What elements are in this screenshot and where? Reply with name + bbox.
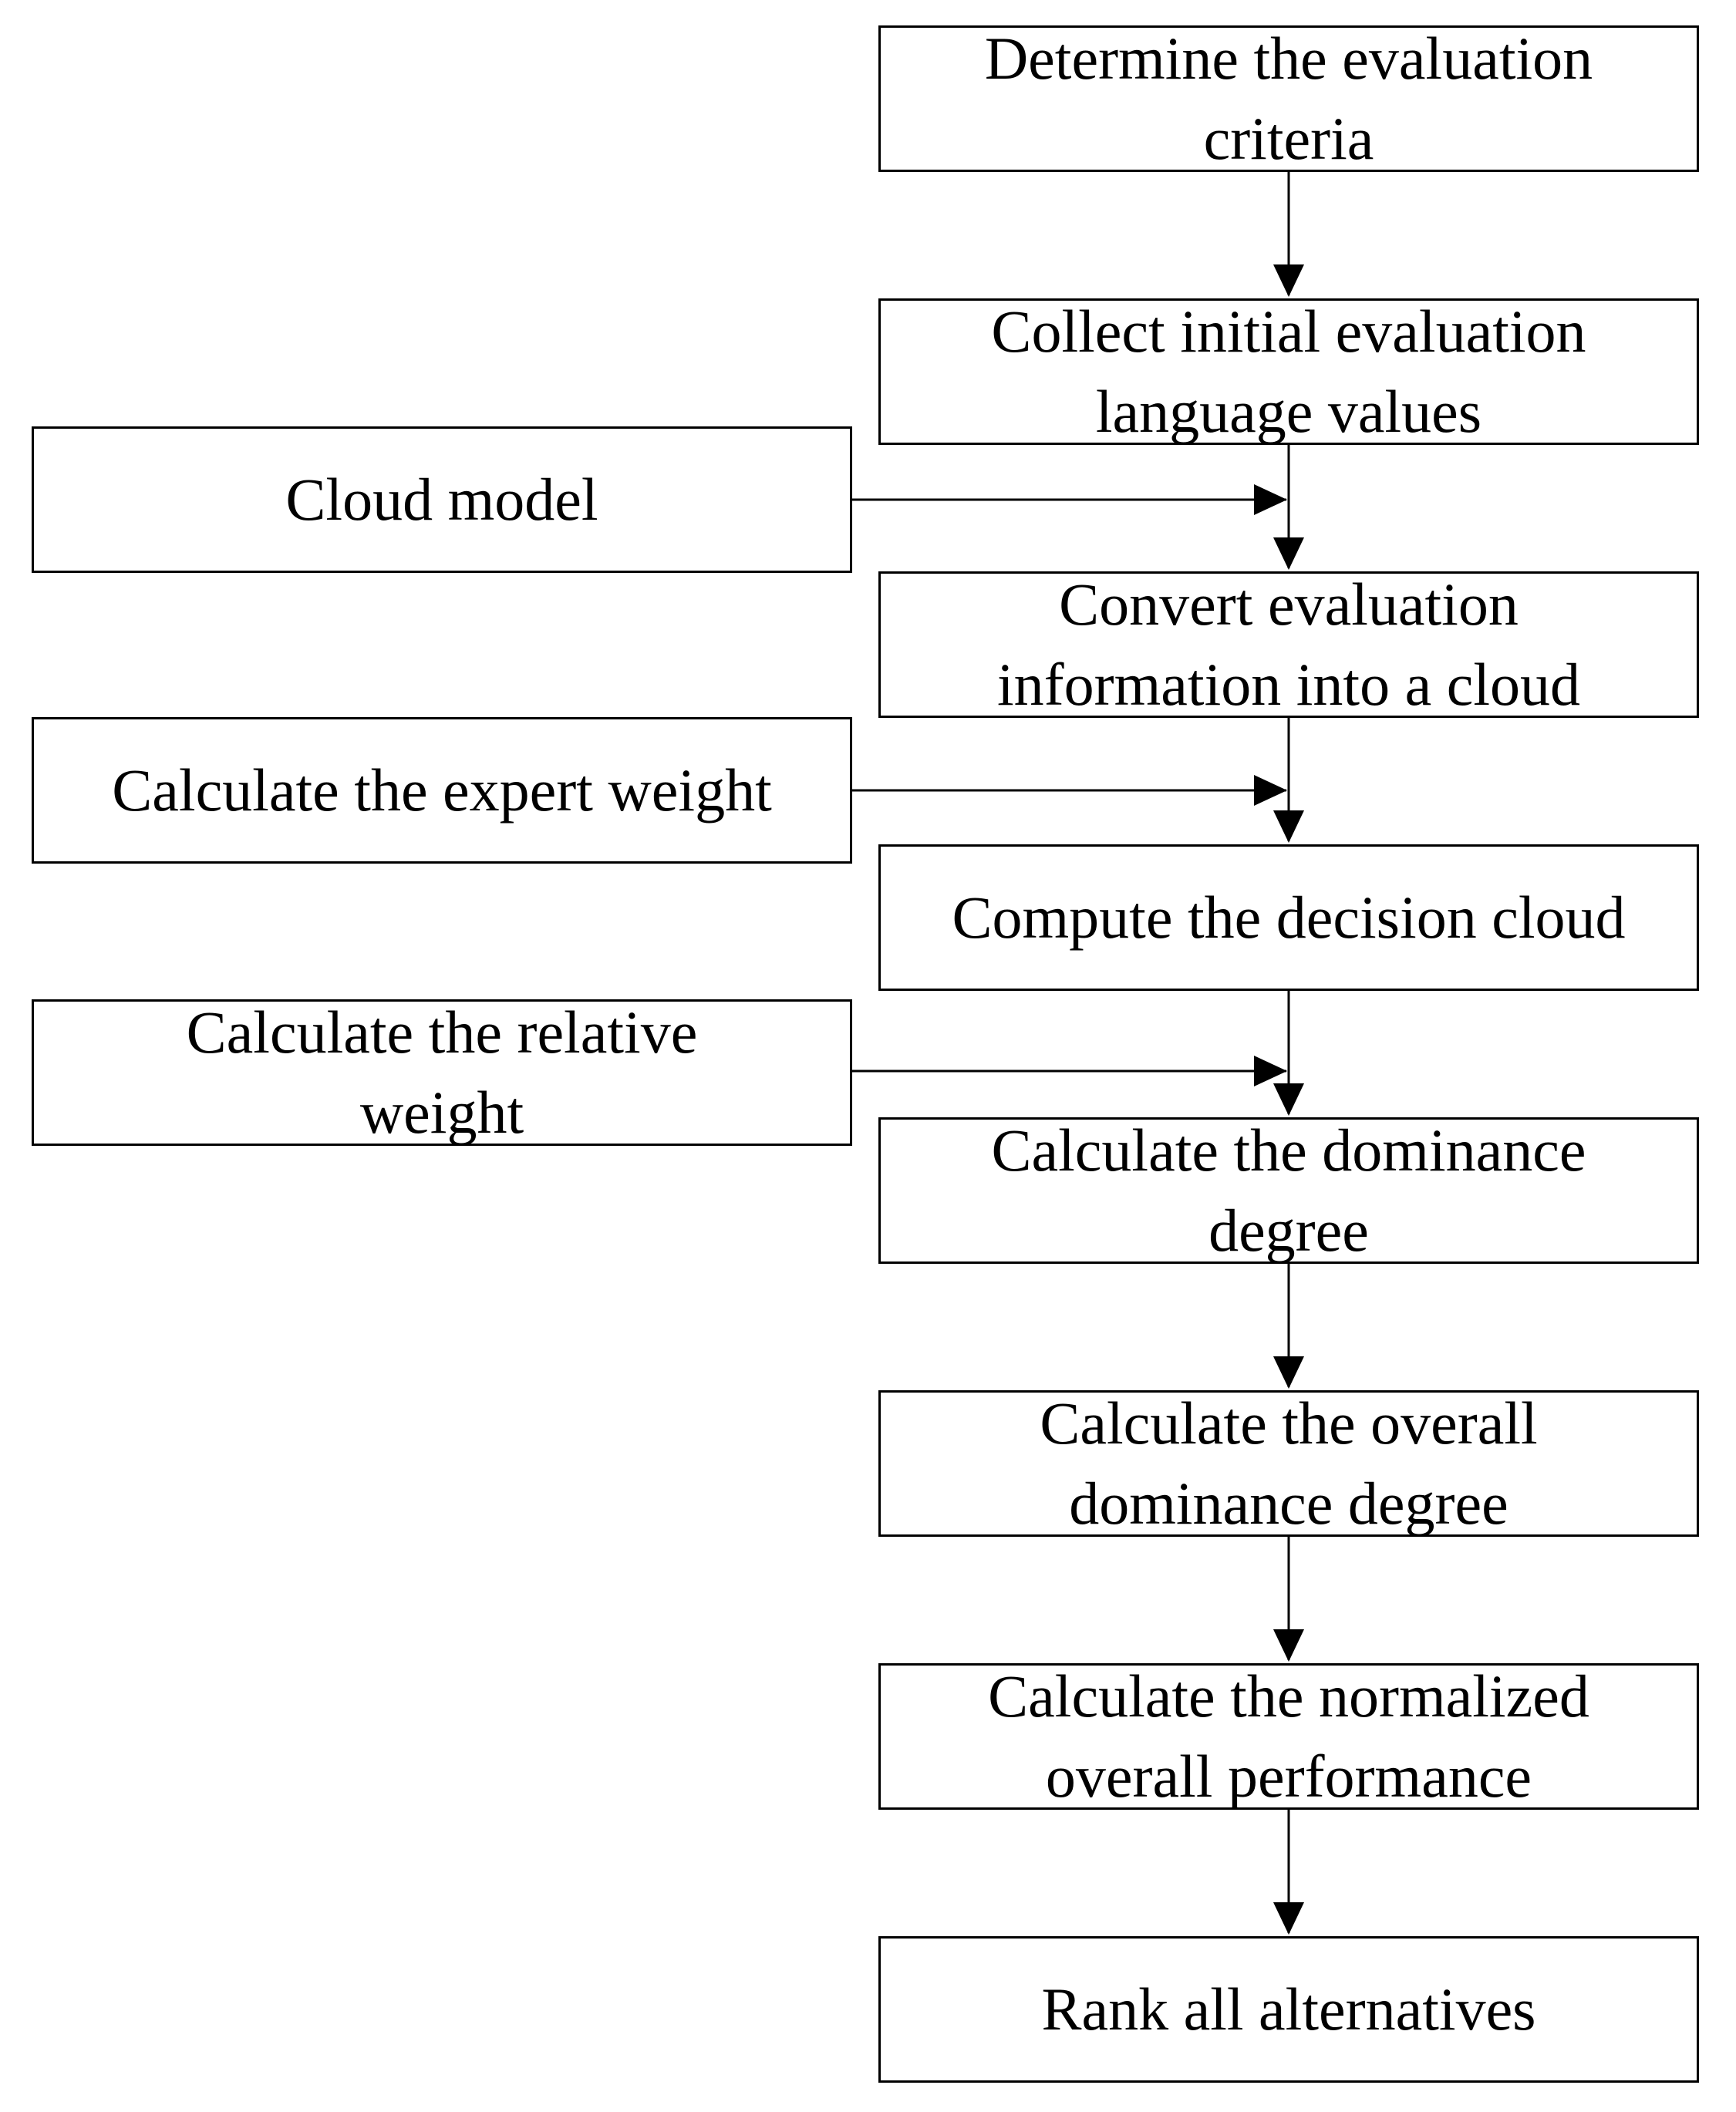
step-determine-criteria: Determine the evaluation criteria xyxy=(878,25,1699,172)
input-arrow-relative-weight xyxy=(852,1056,1287,1086)
step-dominance-degree: Calculate the dominance degree xyxy=(878,1117,1699,1264)
flow-arrow-6-7 xyxy=(1273,1537,1304,1662)
step-label: Collect initial evaluation language valu… xyxy=(991,298,1586,445)
step-label: Compute the decision cloud xyxy=(952,884,1626,951)
step-convert-to-cloud: Convert evaluation information into a cl… xyxy=(878,571,1699,718)
flow-arrow-5-6 xyxy=(1273,1264,1304,1389)
input-label: Cloud model xyxy=(285,466,598,533)
step-label: Convert evaluation information into a cl… xyxy=(996,571,1580,718)
input-arrow-expert-weight xyxy=(852,775,1287,806)
step-label: Calculate the normalized overall perform… xyxy=(988,1662,1589,1810)
input-expert-weight: Calculate the expert weight xyxy=(32,717,852,864)
step-collect-language-values: Collect initial evaluation language valu… xyxy=(878,298,1699,445)
flow-arrow-3-4 xyxy=(1273,718,1304,843)
input-cloud-model: Cloud model xyxy=(32,426,852,573)
step-compute-decision-cloud: Compute the decision cloud xyxy=(878,844,1699,991)
step-overall-dominance-degree: Calculate the overall dominance degree xyxy=(878,1389,1699,1537)
input-label: Calculate the relative weight xyxy=(186,999,698,1146)
flow-arrow-1-2 xyxy=(1273,172,1304,297)
step-normalized-overall-performance: Calculate the normalized overall perform… xyxy=(878,1662,1699,1810)
flow-arrow-4-5 xyxy=(1273,991,1304,1116)
step-label: Determine the evaluation criteria xyxy=(984,25,1593,172)
input-label: Calculate the expert weight xyxy=(112,756,772,824)
step-label: Rank all alternatives xyxy=(1041,1976,1536,2043)
flow-arrow-7-8 xyxy=(1273,1810,1304,1935)
step-rank-alternatives: Rank all alternatives xyxy=(878,1936,1699,2083)
step-label: Calculate the overall dominance degree xyxy=(1040,1389,1538,1537)
input-arrow-cloud-model xyxy=(852,484,1287,515)
step-label: Calculate the dominance degree xyxy=(991,1117,1586,1264)
flow-arrow-2-3 xyxy=(1273,445,1304,570)
input-relative-weight: Calculate the relative weight xyxy=(32,999,852,1146)
